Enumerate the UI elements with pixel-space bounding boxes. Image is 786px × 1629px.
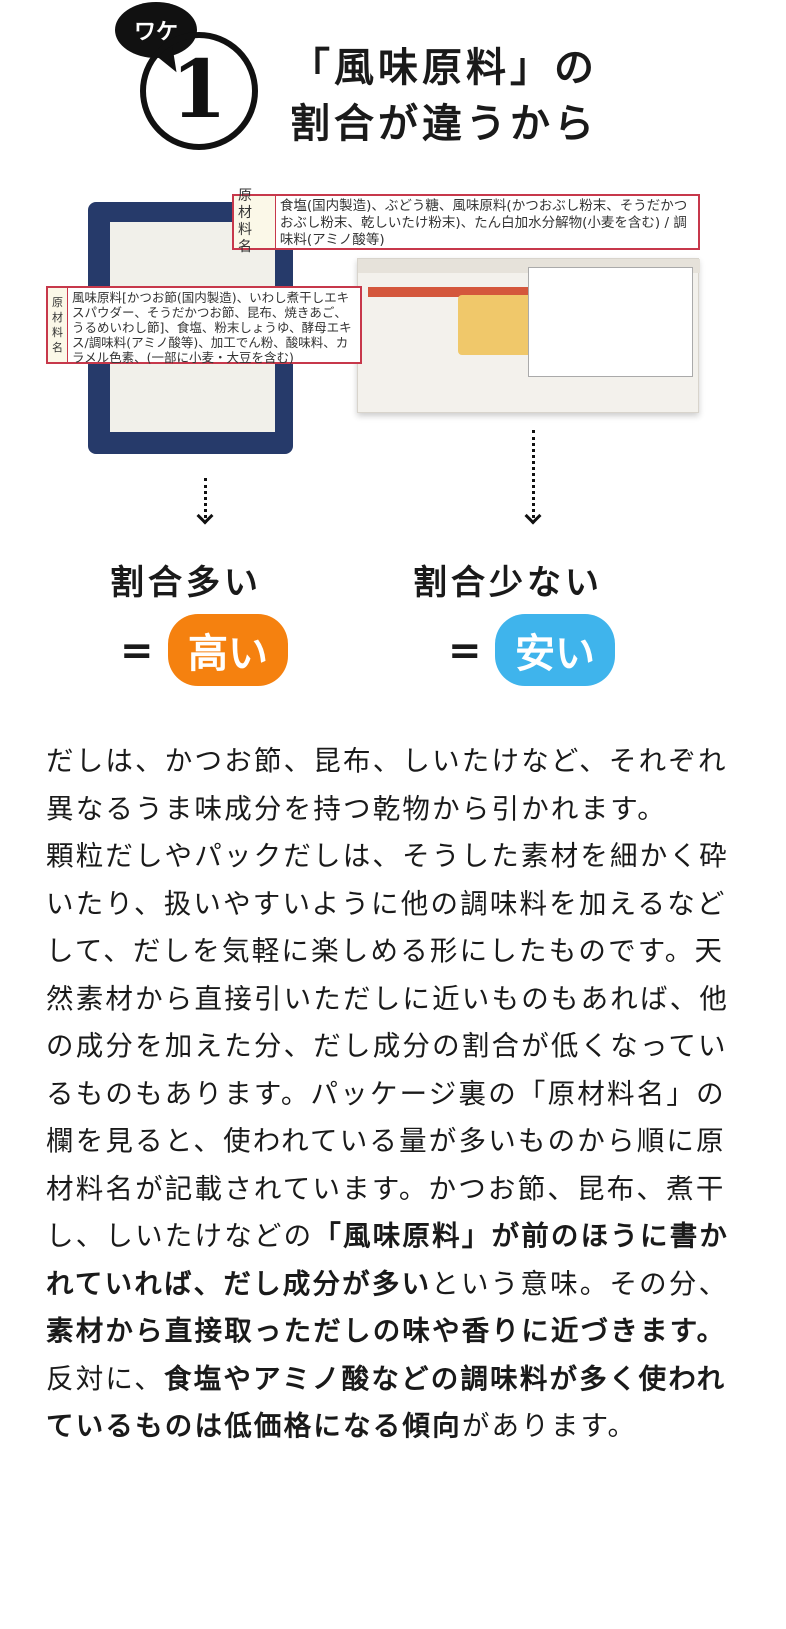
equals-sign: = — [448, 628, 482, 674]
text-segment: があります。 — [461, 1410, 638, 1442]
callout-heading: 原材料名 — [48, 288, 68, 362]
equals-sign: = — [120, 628, 154, 674]
ingredients-callout-left: 原材料名 風味原料[かつお節(国内製造)、いわし煮干しエキスパウダー、そうだかつ… — [46, 286, 362, 365]
text-segment: 反対に、 — [46, 1362, 164, 1395]
ratio-high-label: 割合多い — [110, 563, 262, 603]
title-line-2: 割合が違うから — [290, 101, 598, 147]
callout-text: 風味原料[かつお節(国内製造)、いわし煮干しエキスパウダー、そうだかつお節、昆布… — [72, 290, 352, 365]
text-segment: 顆粒だしやパックだしは、そうした素材を細かく砕いたり、扱いやすいように他の調味料… — [46, 840, 730, 1252]
body-text: だしは、かつお節、昆布、しいたけなど、それぞれ異なるうま味成分を持つ乾物から引か… — [46, 738, 746, 1451]
section-title: 「風味原料」の 割合が違うから — [290, 40, 598, 152]
callout-heading: 原材料名 — [234, 188, 276, 255]
text-segment: という意味。その分、 — [431, 1267, 729, 1300]
ratio-low-label: 割合少ない — [413, 563, 603, 603]
expensive-badge: 高い — [168, 614, 288, 686]
product-package-box-image — [357, 258, 700, 413]
arrow-down-icon — [196, 507, 214, 525]
arrow-down-icon — [524, 507, 542, 525]
bold-text-segment: 素材から直接取っただしの味や香りに近づきます。 — [46, 1315, 727, 1347]
arrow-left-line — [204, 478, 207, 518]
badge-number: 1 — [171, 42, 227, 136]
ingredients-callout-right: 原材料名 食塩(国内製造)、ぶどう糖、風味原料(かつおぶし粉末、そうだかつおぶし… — [232, 188, 700, 255]
bold-text-segment: 「風味原料」が前のほうに書かれていれば、だし成分が多い — [46, 1220, 730, 1300]
callout-text: 食塩(国内製造)、ぶどう糖、風味原料(かつおぶし粉末、そうだかつおぶし粉末、乾し… — [279, 198, 688, 248]
paragraph-1: だしは、かつお節、昆布、しいたけなど、それぞれ異なるうま味成分を持つ乾物から引か… — [46, 745, 728, 825]
cheap-badge: 安い — [495, 614, 615, 686]
arrow-right-line — [532, 430, 535, 518]
bold-text-segment: 食塩やアミノ酸などの調味料が多く使われているものは低価格になる傾向 — [46, 1362, 727, 1443]
paragraph-2: 顆粒だしやパックだしは、そうした素材を細かく砕いたり、扱いやすいように他の調味料… — [46, 833, 746, 1451]
number-badge-circle — [140, 32, 258, 150]
title-line-1: 「風味原料」の — [290, 45, 598, 91]
